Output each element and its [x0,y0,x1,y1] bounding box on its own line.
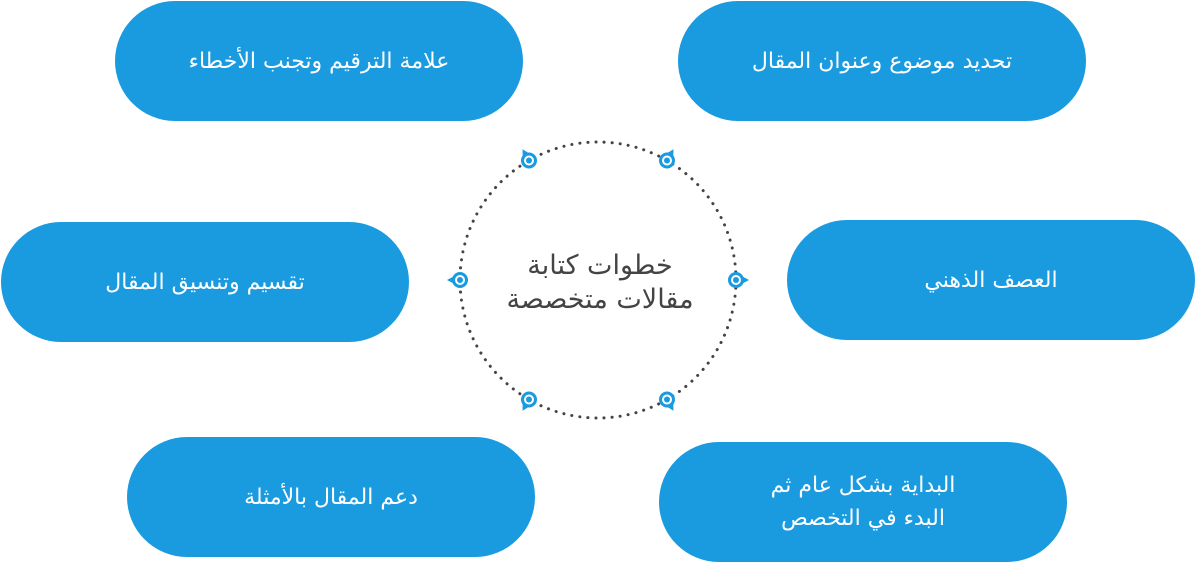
dotted-hub-ring [447,140,749,420]
center-title: خطوات كتابة مقالات متخصصة [506,250,694,315]
step-pill-punctuation: علامة الترقيم وتجنب الأخطاء [115,1,523,121]
connector-marker-icon [521,149,537,169]
step-pill-general-to-specific: البداية بشكل عام ثم البدء في التخصص [659,442,1067,562]
step-pill-topic-title: تحديد موضوع وعنوان المقال [678,1,1086,121]
connector-marker-icon [728,272,749,288]
step-pill-structure: تقسيم وتنسيق المقال [1,222,409,342]
step-pill-examples: دعم المقال بالأمثلة [127,437,535,557]
step-pill-brainstorming: العصف الذهني [787,220,1195,340]
connector-marker-icon [659,391,675,411]
step-label: البداية بشكل عام ثم البدء في التخصص [770,473,956,531]
step-label: تحديد موضوع وعنوان المقال [751,48,1013,74]
connector-marker-icon [447,272,468,288]
connector-marker-icon [521,391,537,411]
step-label: تقسيم وتنسيق المقال [105,269,305,295]
step-label: العصف الذهني [924,267,1058,293]
step-label: علامة الترقيم وتجنب الأخطاء [188,48,450,74]
connector-marker-icon [659,149,675,169]
step-label: دعم المقال بالأمثلة [244,484,418,510]
